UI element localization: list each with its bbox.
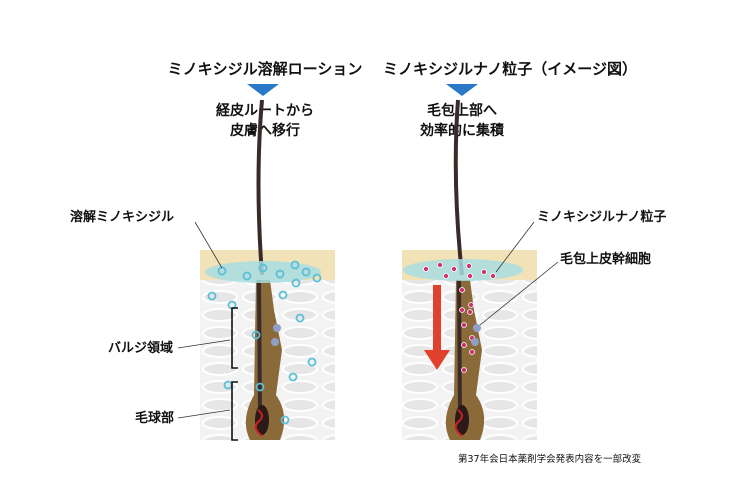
left-panel <box>177 99 335 441</box>
right-subtitle-line2: 効率的に集積 <box>420 123 504 139</box>
label-bulge-region: バルジ領域 <box>108 341 174 356</box>
footer-note: 第37年会日本薬剤学会発表内容を一部改変 <box>458 454 642 465</box>
left-subtitle-line2: 皮膚へ移行 <box>230 123 300 139</box>
nano-dots <box>423 262 496 373</box>
right-subtitle-line1: 毛包上部へ <box>427 103 497 119</box>
right-title: ミノキシジルナノ粒子（イメージ図） <box>383 60 637 78</box>
red-down-arrow-icon <box>424 285 450 370</box>
brackets <box>231 307 238 441</box>
label-nano-particle: ミノキシジルナノ粒子 <box>537 210 667 225</box>
right-subtitle: 毛包上部へ効率的に集積 <box>420 101 504 141</box>
left-title: ミノキシジル溶解ローション <box>167 60 363 78</box>
left-subtitle: 経皮ルートから皮膚へ移行 <box>216 101 314 141</box>
left-down-triangle-icon <box>247 84 279 96</box>
hair-shaft <box>256 99 264 276</box>
right-down-triangle-icon <box>446 84 478 96</box>
right-panel <box>402 99 559 440</box>
left-subtitle-line1: 経皮ルートから <box>216 103 314 119</box>
hair-follicle <box>245 280 285 440</box>
label-hair-bulb: 毛球部 <box>135 411 175 426</box>
drug-dots <box>207 260 322 425</box>
label-stem-cells: 毛包上皮幹細胞 <box>560 252 652 267</box>
label-dissolved-minoxidil: 溶解ミノキシジル <box>70 210 175 225</box>
